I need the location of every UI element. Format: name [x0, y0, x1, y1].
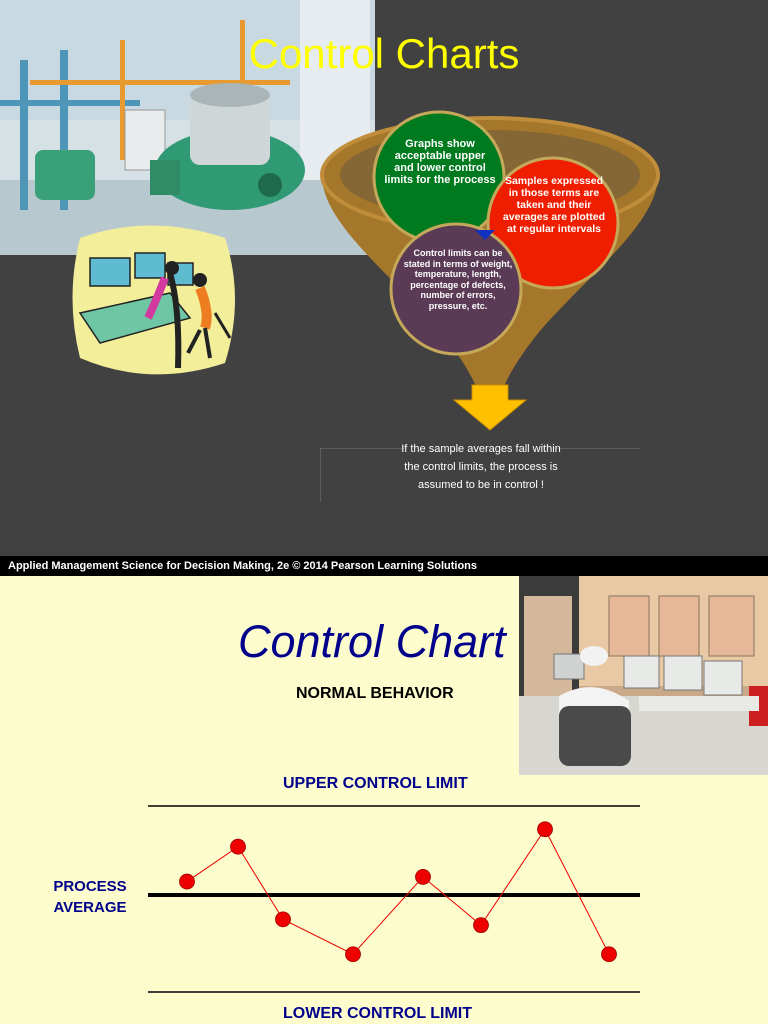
- subtitle: NORMAL BEHAVIOR: [296, 685, 454, 702]
- funnel-diagram: [320, 110, 660, 431]
- process-average-line1: PROCESS: [53, 878, 127, 895]
- bubble-purple-text: Control limits can be stated in terms of…: [403, 248, 513, 311]
- operators-clipart: [72, 225, 235, 375]
- process-average-line2: AVERAGE: [53, 899, 127, 916]
- data-point-4: [345, 946, 361, 963]
- upper-control-limit-label: UPPER CONTROL LIMIT: [283, 775, 468, 792]
- control-chart: [148, 805, 640, 993]
- conclusion-text: If the sample averages fall within the c…: [401, 443, 561, 491]
- series-line: [186, 828, 610, 955]
- data-points: [179, 821, 617, 963]
- data-point-1: [179, 873, 195, 890]
- data-point-7: [537, 821, 553, 838]
- data-point-3: [275, 911, 291, 928]
- lower-control-limit-label: LOWER CONTROL LIMIT: [283, 1005, 473, 1022]
- slide-control-charts: Control Charts Graphs show acceptable up…: [0, 0, 768, 556]
- data-point-6: [473, 917, 489, 934]
- data-point-8: [601, 946, 617, 963]
- bubble-red-text: Samples expressed in those terms are tak…: [502, 175, 606, 235]
- bubble-red: [486, 156, 620, 290]
- control-room-photo: [519, 576, 768, 775]
- bubble-green-text: Graphs show acceptable upper and lower c…: [384, 138, 496, 186]
- process-average-label: PROCESS AVERAGE: [40, 876, 140, 918]
- slide-title: Control Chart: [238, 616, 506, 667]
- data-point-5: [415, 869, 431, 885]
- slide-control-chart: Control Chart NORMAL BEHAVIOR UPPER CONT…: [0, 576, 768, 1024]
- bubble-purple: [389, 222, 523, 356]
- down-arrow-icon: [452, 384, 528, 431]
- footer-credit: Applied Management Science for Decision …: [0, 556, 768, 576]
- data-point-2: [230, 838, 246, 855]
- slide-title: Control Charts: [248, 30, 520, 77]
